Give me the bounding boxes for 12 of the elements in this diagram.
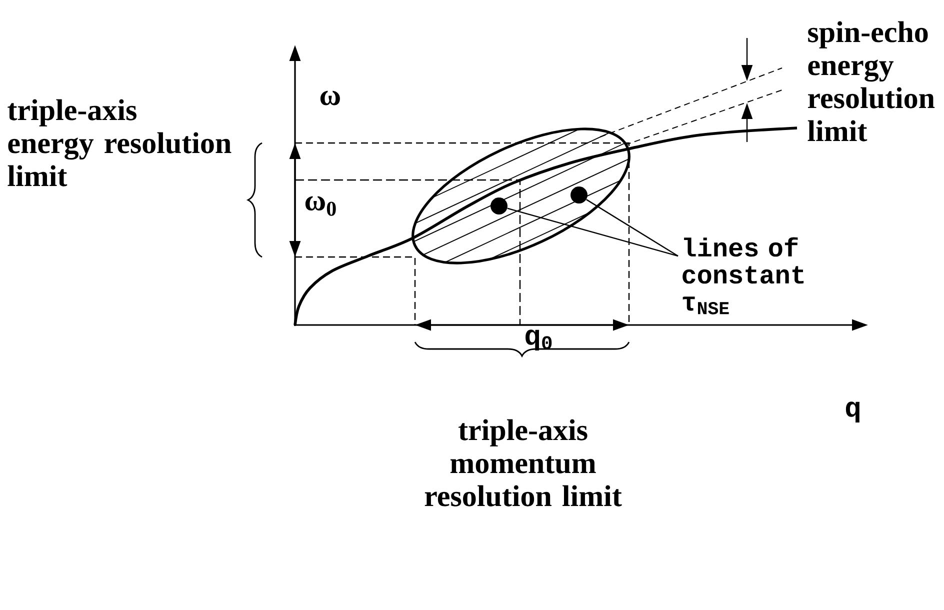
label-text: q — [846, 402, 860, 422]
label-text: q$_{0}$ — [526, 330, 552, 350]
dot — [570, 186, 588, 204]
annotation-text: lines of constant τ$_{NSE}$ — [682, 237, 804, 314]
label-text: triple-axis energy resolution limit — [8, 99, 232, 186]
leader-line — [586, 199, 678, 257]
label-text: triple-axis momentum resolution limit — [424, 419, 622, 506]
label-text: ω — [320, 90, 340, 106]
label-text: spin-echo energy resolution limit — [808, 21, 935, 142]
label-text: ω$_{0}$ — [305, 196, 336, 216]
dot — [490, 198, 508, 214]
leader-line — [507, 208, 678, 257]
